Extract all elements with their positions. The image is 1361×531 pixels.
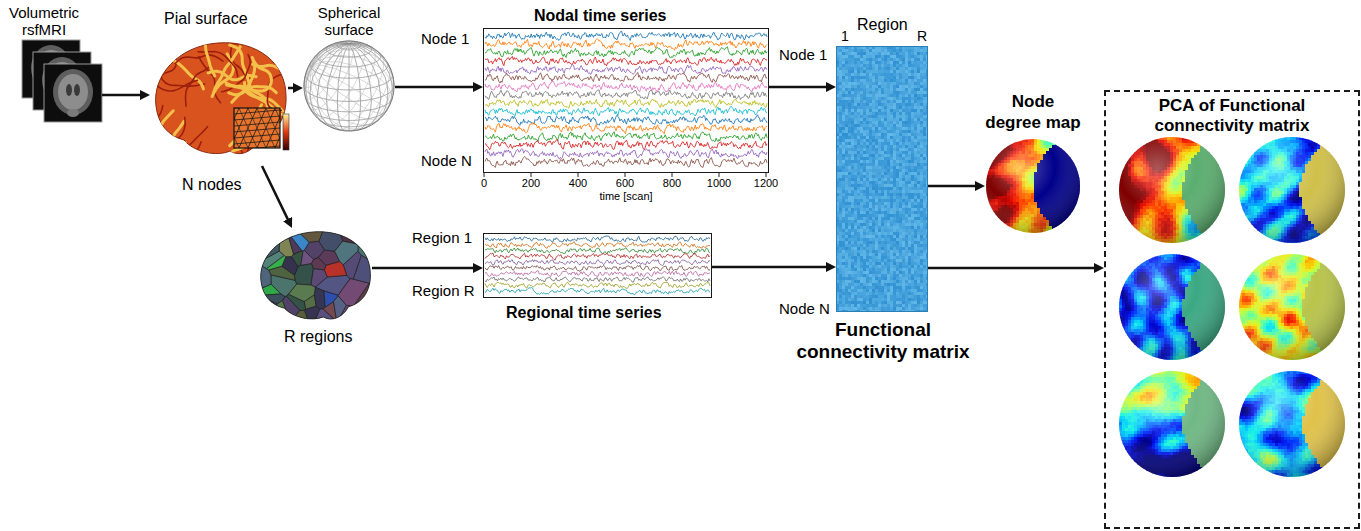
figure-canvas: Volumetric rsfMRIPial surfaceN nodesSphe…	[0, 0, 1361, 531]
